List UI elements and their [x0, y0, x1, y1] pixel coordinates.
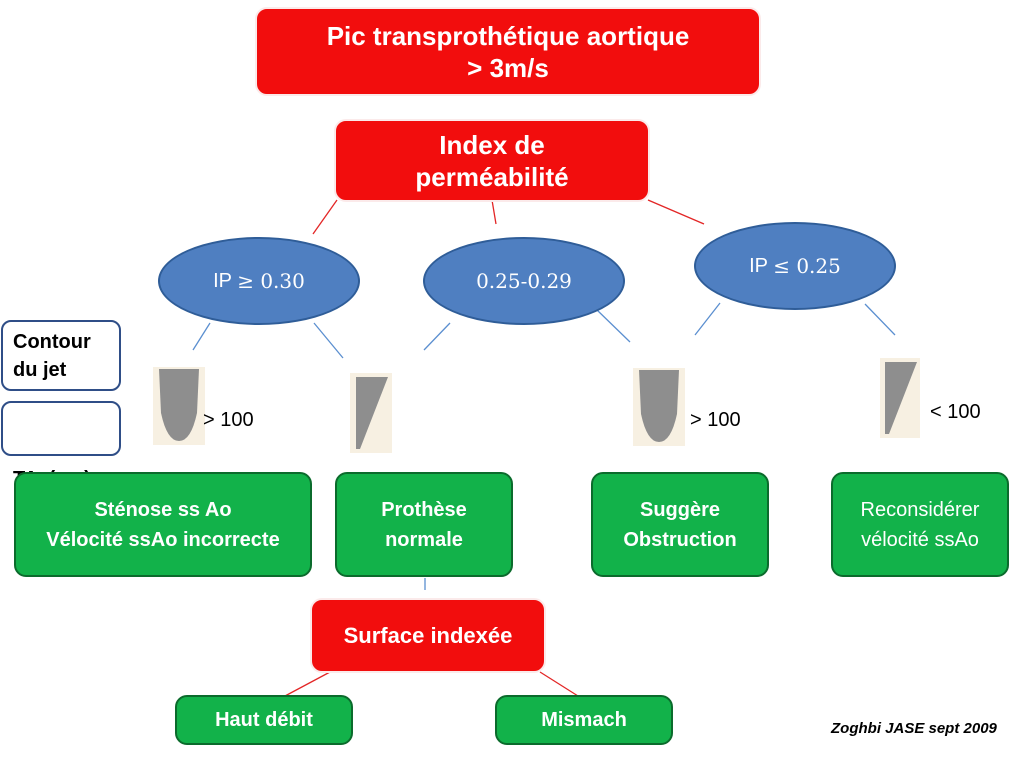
connector-surface-right: [539, 671, 579, 697]
connector-index-left: [312, 199, 338, 235]
permeability-index-line1: Index de: [439, 129, 545, 160]
peak-velocity-box: Pic transprothétique aortique > 3m/s: [255, 7, 761, 96]
outcome-normal-line1: Prothèse: [381, 498, 467, 521]
triangular-jet-icon: [880, 358, 920, 438]
outcome-stenose-line2: Vélocité ssAo incorrecte: [46, 528, 280, 551]
mismatch-text: Mismach: [541, 709, 627, 731]
outcome-normal-line2: normale: [385, 528, 463, 551]
ta-value-2: > 100: [690, 409, 741, 431]
ellipse-ip-high: IP ≥ 0.30: [158, 237, 360, 325]
ellipse-ip-high-value: ≥ 0.30: [237, 269, 305, 293]
outcome-stenose: Sténose ss Ao Vélocité ssAo incorrecte: [14, 472, 312, 577]
connector-ellipse1-left: [192, 322, 211, 351]
ta-label: TA (ms): [1, 401, 121, 490]
ellipse-ip-mid-value: 0.25-0.29: [476, 269, 572, 293]
connector-ellipse2-left: [423, 322, 451, 351]
outcome-obstruction: Suggère Obstruction: [591, 472, 769, 577]
jet-contour-line2: du jet: [13, 359, 67, 381]
outcome-reconsider-line2: vélocité ssAo: [861, 528, 979, 551]
ellipse-ip-low-prefix: IP: [749, 254, 774, 277]
source-credit: Zoghbi JASE sept 2009: [831, 720, 997, 737]
mismatch-box: Mismach: [495, 695, 673, 745]
surface-indexed-text: Surface indexée: [343, 622, 513, 648]
jet-contour-label: Contour du jet: [1, 320, 121, 391]
connector-ellipse3-right: [864, 303, 896, 336]
outcome-stenose-line1: Sténose ss Ao: [94, 498, 232, 521]
ta-value-1: > 100: [203, 409, 254, 431]
outcome-obstruction-line1: Suggère: [639, 498, 721, 521]
connector-ellipse2-right: [596, 309, 631, 343]
jet-contour-line1: Contour: [13, 331, 91, 353]
connector-ellipse3-left: [694, 302, 721, 336]
connector-ellipse1-right: [313, 322, 344, 359]
connector-index-middle: [491, 199, 497, 225]
ta-value-3: < 100: [930, 401, 981, 423]
peak-velocity-line1: Pic transprothétique aortique: [326, 20, 690, 51]
triangular-jet-icon: [350, 373, 392, 453]
surface-indexed-box: Surface indexée: [310, 598, 546, 673]
peak-velocity-line2: > 3m/s: [467, 52, 549, 83]
outcome-normal: Prothèse normale: [335, 472, 513, 577]
permeability-index-line2: perméabilité: [415, 161, 569, 192]
connector-surface-left: [284, 671, 331, 697]
ellipse-ip-mid: 0.25-0.29: [423, 237, 625, 325]
rounded-jet-icon: [633, 368, 685, 446]
rounded-jet-icon: [153, 367, 205, 445]
high-flow-box: Haut débit: [175, 695, 353, 745]
outcome-reconsider-line1: Reconsidérer: [860, 498, 980, 521]
ellipse-ip-low-value: ≤ 0.25: [773, 254, 841, 278]
high-flow-text: Haut débit: [215, 709, 313, 731]
outcome-obstruction-line2: Obstruction: [623, 528, 737, 551]
ellipse-ip-high-prefix: IP: [213, 269, 238, 292]
permeability-index-box: Index de perméabilité: [334, 119, 650, 202]
ellipse-ip-low: IP ≤ 0.25: [694, 222, 896, 310]
connector-index-right: [647, 199, 705, 225]
outcome-reconsider: Reconsidérer vélocité ssAo: [831, 472, 1009, 577]
